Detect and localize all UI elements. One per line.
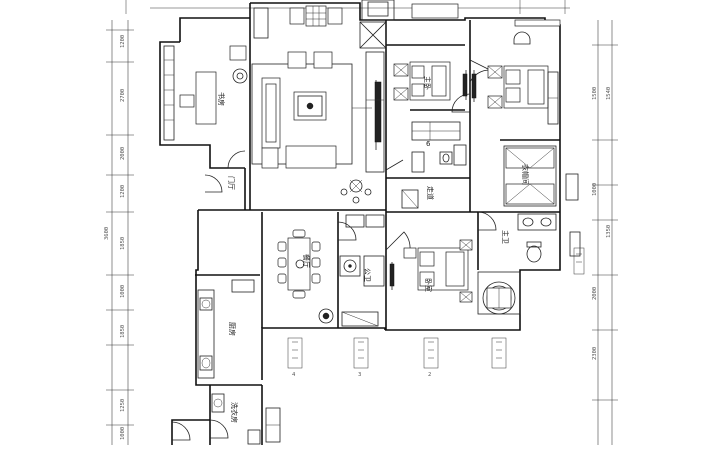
room-label-cloakroom: 衣帽间 [521,164,530,185]
dim-label: 1540 [606,87,612,100]
room-label-kitchen: 厨房 [228,322,237,336]
living-room [251,51,382,204]
bedroom-lower: 卧室 [389,239,473,303]
laundry: 洗衣房 [211,393,281,445]
plant-icon [232,68,248,84]
upper-bedroom: 6 [393,61,468,173]
plant-icon [340,179,372,204]
tv [374,81,382,143]
wardrobe [505,183,555,205]
marker-label: 2 [428,372,431,378]
corridor: 走道 门厅 [227,176,435,209]
cloakroom: 衣帽间 [503,145,579,207]
section-markers: 4 3 2 [287,247,585,378]
corridor-storage [345,51,385,228]
wardrobe [505,147,555,169]
annotation: 6 [426,140,431,148]
room-label-entry: 门厅 [227,176,236,190]
side-cabinet [305,5,327,27]
armchair [513,31,531,45]
dim-label: 1350 [606,225,612,238]
marker [423,337,439,369]
room-label-bedroom: 卧室 [424,278,433,292]
room-label-master-bath: 主卫 [501,230,510,244]
master-bath: 主卫 [501,213,581,263]
kitchen: 厨房 [197,279,255,379]
dim-label: 1850 [120,237,126,250]
dim-label: 1000 [592,183,598,196]
dim-label: 1200 [120,185,126,198]
room-label-master-bedroom: 主卧 [423,76,432,90]
dim-label: 1250 [120,399,126,412]
dim-label: 1500 [592,87,598,100]
public-bath: 公卫 [339,255,385,327]
armchair [313,51,333,69]
master-bedroom: 主卧 [423,31,559,125]
chair [179,94,195,108]
dim-label: 2300 [592,347,598,360]
study-desk [195,71,217,125]
chair [289,7,305,25]
toilet [526,245,542,263]
armchair [287,51,307,69]
kitchen-counter [197,289,215,379]
armchair [229,45,247,61]
room-label-public-bath: 公卫 [363,268,371,282]
study: 书房 [163,45,248,141]
bookshelf [163,45,175,141]
marker-label: 4 [292,372,296,378]
left-dimension-labels: 1200 2700 2000 3600 1200 1850 1000 1850 … [104,35,126,440]
interior-walls [195,20,560,330]
toilet [343,259,357,273]
sofa-bottom [285,145,337,169]
room-label-study: 书房 [217,92,226,106]
dim-label: 1000 [120,285,126,298]
marker [287,337,303,369]
dim-label: 2700 [120,89,126,102]
dim-label: 2000 [120,147,126,160]
dim-label: 1850 [120,325,126,338]
dim-label: 2000 [592,287,598,300]
bay-window [477,271,521,315]
top-lounge [289,5,387,49]
marker [491,337,507,369]
room-label-dining: 餐厅 [302,254,311,268]
chair [327,7,343,25]
dim-label: 3600 [104,227,110,240]
marker-label: 3 [358,372,361,378]
doors [171,59,497,441]
dining-room: 餐厅 [277,229,334,324]
marker [353,337,369,369]
room-label-laundry: 洗衣房 [230,402,239,423]
windows [253,0,561,39]
dining-table [287,237,311,291]
marker [573,247,585,275]
right-dimension-labels: 1500 1540 1000 1350 2000 2300 [592,87,612,360]
plant-icon [318,308,334,324]
dim-label: 1000 [120,427,126,440]
side-table [261,147,279,169]
dim-label: 1200 [120,35,126,48]
room-label-corridor: 走道 [426,186,435,200]
